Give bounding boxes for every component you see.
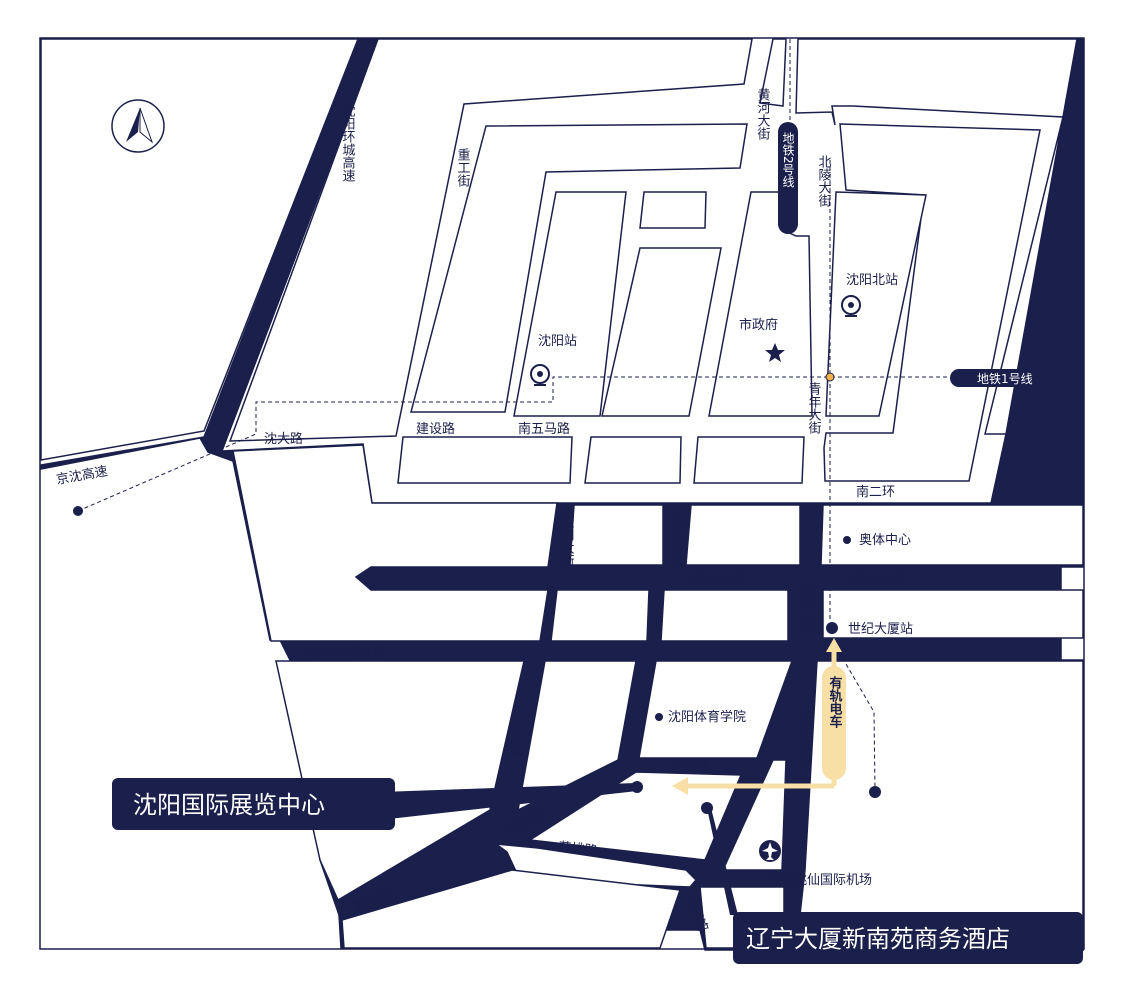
expo-center-pointer — [380, 783, 637, 820]
road-label-hunnan-west-road: 浑南西路 — [692, 572, 744, 588]
railway-station-icon — [530, 364, 550, 386]
metro-line-2-pill — [778, 122, 798, 234]
tram-label: 有轨电车 — [827, 675, 843, 729]
hotel-callout-text: 辽宁大厦新南苑商务酒店 — [746, 925, 1010, 953]
road-label-shenda-road: 沈大路 — [264, 431, 303, 447]
metro-line-1-label: 地铁1号线 — [977, 372, 1033, 386]
place-label-city-government: 市政府 — [739, 317, 778, 333]
jingshen-dot — [73, 506, 83, 516]
north-arrow-icon — [111, 99, 165, 153]
road-label-shenyang-ring-expressway: 沈阳环城高速 — [340, 104, 356, 182]
place-label-shenyang-station: 沈阳站 — [538, 334, 577, 349]
road-label-sutao-road: 苏桃路 — [558, 839, 598, 859]
place-label-olympic-center: 奥体中心 — [859, 533, 911, 548]
airport-icon — [759, 840, 781, 862]
road-label-zhonggong-street: 重工街 — [455, 147, 471, 187]
century-building-station-dot — [826, 622, 838, 634]
place-label-taoxian-airport: 沈阳桃仙国际机场 — [768, 873, 872, 888]
olympic-center-dot — [843, 536, 851, 544]
metro-transfer-dot — [825, 372, 835, 382]
road-label-beiling-street: 北陵大街 — [816, 155, 832, 207]
road-label-qingnian-street: 青年大街 — [806, 382, 822, 434]
road-label-jianshe-road: 建设路 — [416, 421, 455, 437]
hotel-callout — [733, 912, 1083, 964]
star-icon — [765, 343, 785, 362]
metro-to-airport-path — [831, 639, 876, 791]
road-label-shengli-street: 胜利大街 — [559, 515, 575, 567]
city-blocks — [40, 38, 1084, 951]
metro-line-1-pill — [950, 369, 1072, 387]
hotel-pointer — [707, 808, 738, 915]
road-label-shenyang-ring-expressway-bottom: 沈阳环城高速 — [307, 645, 385, 661]
tram-line — [672, 638, 846, 795]
place-label-sport-university: 沈阳体育学院 — [668, 709, 746, 725]
road-label-hunnan-middle-road: 浑南中路 — [852, 572, 904, 588]
road-label-nanwuma-road: 南五马路 — [518, 421, 570, 437]
road-label-xuelian-street: 雪莲街 — [507, 718, 523, 757]
road-label-huanghe-street: 黄河大街 — [755, 88, 771, 140]
road-label-nanerhuan: 南二环 — [856, 484, 895, 500]
metro-line-2-label: 地铁2号线 — [781, 132, 795, 188]
road-label-hunhe-street: 浑河大街 — [799, 582, 815, 634]
road-label-chuangxin-road: 创新路 — [670, 759, 709, 775]
sport-university-dot — [655, 713, 663, 721]
road-label-airport-expressway: 机场高速 — [796, 714, 812, 766]
expo-center-callout — [112, 778, 395, 830]
railway-station-icon — [841, 295, 861, 317]
place-label-century-building-station: 世纪大厦站 — [848, 622, 913, 637]
expo-center-callout-text: 沈阳国际展览中心 — [133, 791, 325, 819]
road-label-nanjing-south-street: 南京南街 — [668, 514, 684, 567]
place-label-shenyang-north-station: 沈阳北站 — [846, 273, 898, 288]
airport-line-dot — [869, 786, 881, 798]
metro-line-1-path — [77, 376, 950, 512]
